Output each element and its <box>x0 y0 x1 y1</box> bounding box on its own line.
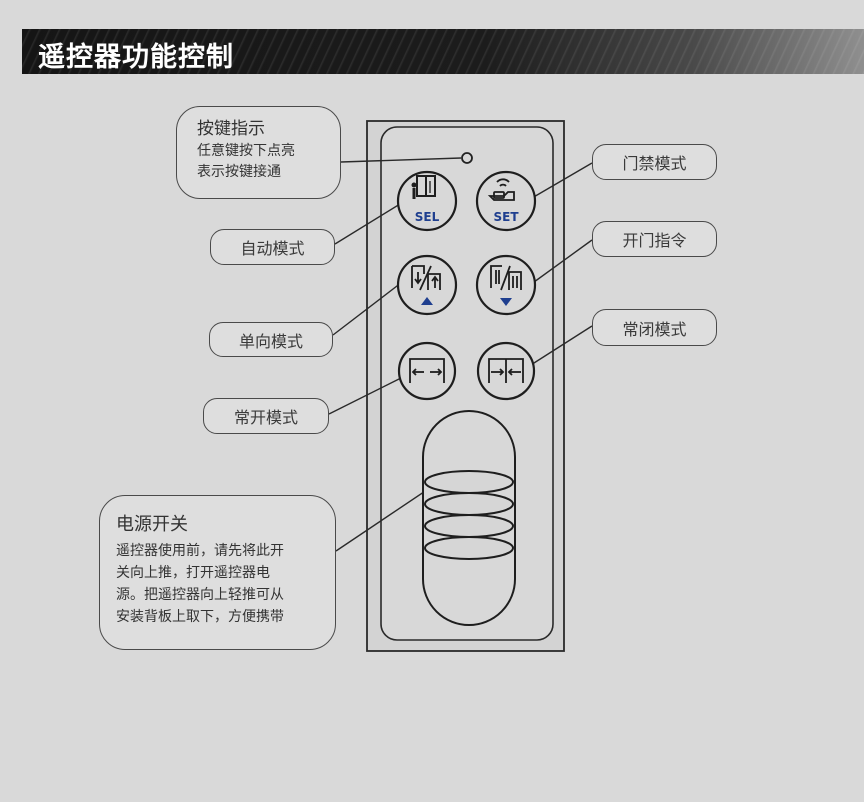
one-way-up-button[interactable] <box>396 254 458 316</box>
page-title: 遥控器功能控制 <box>38 42 234 73</box>
one-way-mode-callout: 单向模式 <box>209 322 333 357</box>
card-reader-icon <box>487 178 515 201</box>
always-closed-button[interactable] <box>476 341 536 401</box>
open-door-icon <box>490 265 522 291</box>
always-open-button[interactable] <box>397 341 457 401</box>
switch-grip-ridges <box>424 470 514 560</box>
always-closed-mode-callout: 常闭模式 <box>592 309 717 346</box>
always-open-mode-callout: 常开模式 <box>203 398 329 434</box>
power-callout: 电源开关 遥控器使用前，请先将此开 关向上推，打开遥控器电 源。把遥控器向上轻推… <box>99 495 336 650</box>
access-control-mode-callout: 门禁模式 <box>592 144 717 180</box>
doors-together-icon <box>488 358 524 383</box>
power-slide-switch[interactable] <box>422 410 516 626</box>
power-callout-description: 遥控器使用前，请先将此开 关向上推，打开遥控器电 源。把遥控器向上轻推可从 安装… <box>116 543 284 625</box>
power-callout-title: 电源开关 <box>116 514 188 535</box>
set-button[interactable]: SET <box>475 170 537 232</box>
auto-mode-callout: 自动模式 <box>210 229 335 265</box>
indicator-led <box>461 152 473 164</box>
sel-label: SEL <box>415 210 440 224</box>
indicator-callout-title: 按键指示 <box>197 119 265 139</box>
sel-button[interactable]: SEL <box>396 170 458 232</box>
doors-apart-icon <box>409 358 445 383</box>
one-way-door-icon <box>411 265 441 291</box>
open-door-command-callout: 开门指令 <box>592 221 717 257</box>
header-banner: 遥控器功能控制 <box>22 29 864 74</box>
open-door-button[interactable] <box>475 254 537 316</box>
down-triangle-icon <box>500 298 512 306</box>
indicator-callout-description: 任意键按下点亮 表示按键接通 <box>197 143 295 180</box>
indicator-callout: 按键指示 任意键按下点亮 表示按键接通 <box>176 106 341 199</box>
set-label: SET <box>493 210 519 224</box>
up-triangle-icon <box>421 297 433 305</box>
door-person-icon <box>411 175 436 199</box>
